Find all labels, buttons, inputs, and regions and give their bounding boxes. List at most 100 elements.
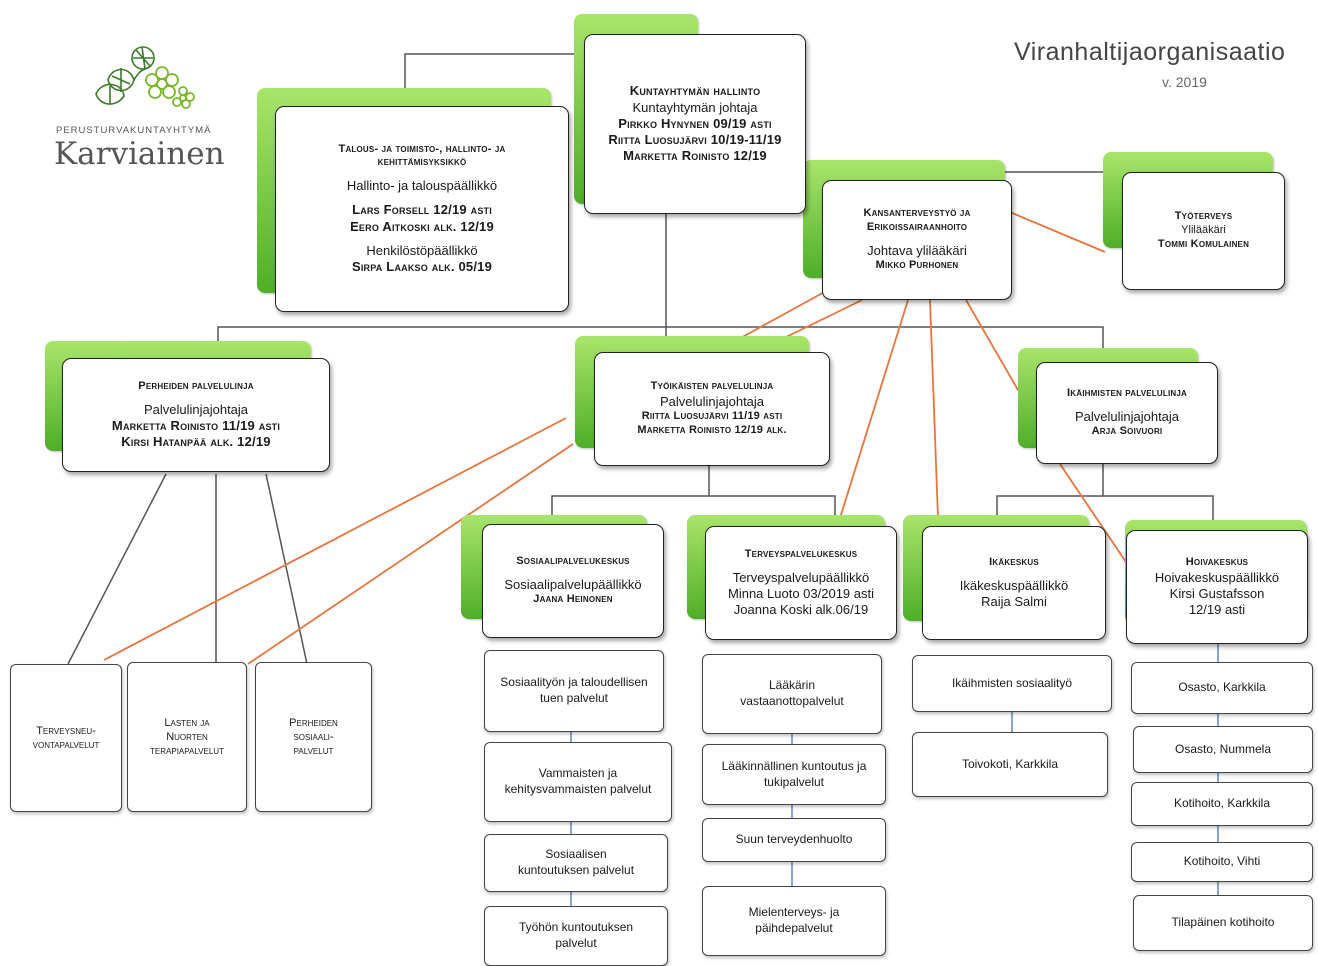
leaf-line: Lääkärin (768, 678, 816, 693)
leaf-line: Osasto, Karkkila (1178, 680, 1266, 695)
leaf-line: Työhön kuntoutuksen (518, 920, 634, 935)
box-person: Eero Aitkoski alk. 12/19 (350, 218, 494, 234)
box-role: Terveyspalvelupäällikkö (732, 569, 870, 585)
leaf-line: Nuorten (166, 730, 208, 743)
box-kuntayhtyman-hallinto: Kuntayhtymän hallinto Kuntayhtymän johta… (584, 34, 806, 214)
logo-icon (95, 46, 195, 109)
box-person: Mikko Purhonen (875, 259, 959, 271)
box-title: Sosiaalipalvelukeskus (516, 555, 630, 568)
leaf-line: Tilapäinen kotihoito (1171, 915, 1275, 930)
box-title: Talous- ja toimisto-, hallinto- ja (338, 142, 506, 155)
box-person: Kirsi Hatanpää alk. 12/19 (121, 434, 271, 449)
box-perheiden-palvelulinja: Perheiden palvelulinja Palvelulinjajohta… (62, 358, 330, 472)
leaf-terveysneuvontapalvelut: Terveysneu-vontapalvelut (10, 664, 122, 812)
box-role: Palvelulinjajohtaja (143, 401, 249, 417)
logo-subtitle: PERUSTURVAKUNTAYHTYMÄ (56, 125, 212, 136)
leaf-line: Lasten ja (164, 716, 210, 729)
box-title: Erikoissairaanhoito (866, 221, 968, 233)
leaf-line: kuntoutuksen palvelut (517, 863, 635, 877)
leaf-kotihoito-vihti: Kotihoito, Vihti (1131, 842, 1313, 882)
box-role: Hallinto- ja talouspäällikkö (346, 178, 498, 194)
leaf-osasto-karkkila: Osasto, Karkkila (1131, 662, 1313, 714)
box-title: Kuntayhtymän hallinto (629, 83, 761, 99)
leaf-line: Toivokoti, Karkkila (961, 756, 1059, 771)
box-person: Minna Luoto 03/2019 asti (728, 585, 874, 601)
box-person: Raija Salmi (981, 593, 1047, 609)
leaf-line: kehitysvammaisten palvelut (504, 782, 652, 796)
box-title: Terveyspalvelukeskus (744, 547, 858, 560)
leaf-line: vastaanottopalvelut (740, 694, 844, 708)
leaf-line: Kotihoito, Vihti (1183, 854, 1261, 869)
box-title: Perheiden palvelulinja (138, 379, 254, 392)
leaf-line: Ikäihmisten sosiaalityö (951, 675, 1073, 690)
leaf-line: Lääkinnällinen kuntoutus ja (721, 758, 867, 773)
leaf-line: Suun terveydenhuolto (735, 832, 853, 847)
box-title: Kansanterveystyö ja (863, 207, 971, 220)
box-person: Kirsi Gustafsson (1169, 585, 1265, 601)
box-ikakeskus: Ikäkeskus Ikäkeskuspäällikkö Raija Salmi (922, 526, 1106, 640)
leaf-line: vontapalvelut (32, 739, 100, 751)
box-person: 12/19 asti (1188, 602, 1246, 617)
box-person: Arja Soivuori (1091, 425, 1163, 438)
leaf-line: palvelut (555, 936, 597, 950)
box-talous-ja-hallinto: Talous- ja toimisto-, hallinto- ja kehit… (275, 106, 569, 312)
leaf-tilapainen-kotihoito: Tilapäinen kotihoito (1133, 895, 1313, 951)
box-role: Kuntayhtymän johtaja (632, 99, 758, 115)
box-person: Tommi Komulainen (1157, 237, 1250, 250)
box-title: Ikäkeskus (989, 555, 1039, 568)
box-tyoikaisten-palvelulinja: Työikäisten palvelulinja Palvelulinjajoh… (594, 352, 830, 466)
box-title: kehittämisyksikkö (377, 156, 467, 169)
box-role: Ikäkeskuspäällikkö (959, 577, 1069, 593)
leaf-osasto-nummela: Osasto, Nummela (1133, 726, 1313, 773)
box-role: Hoivakeskuspäällikkö (1154, 569, 1280, 585)
box-sosiaalipalvelukeskus: Sosiaalipalvelukeskus Sosiaalipalvelupää… (482, 524, 664, 638)
leaf-line: Sosiaalityön ja taloudellisen (500, 675, 648, 690)
leaf-line: Terveysneu- (36, 724, 96, 737)
box-title: Hoivakeskus (1185, 555, 1249, 568)
logo-name: Karviainen (54, 136, 225, 172)
box-role: Ylilääkäri (1181, 224, 1226, 237)
box-ikaihmisten-palvelulinja: Ikäihmisten palvelulinja Palvelulinjajoh… (1036, 362, 1218, 464)
page-year: v. 2019 (1162, 74, 1207, 90)
box-person: Marketta Roinisto 11/19 asti (111, 417, 281, 433)
leaf-line: terapiapalvelut (150, 745, 224, 758)
box-terveyspalvelukeskus: Terveyspalvelukeskus Terveyspalvelupääll… (705, 526, 897, 640)
leaf-line: tuen palvelut (539, 691, 609, 705)
box-tyoterveys: Työterveys Ylilääkäri Tommi Komulainen (1122, 172, 1285, 290)
leaf-line: sosiaali- (293, 730, 334, 743)
box-role: Johtava ylilääkäri (867, 242, 967, 258)
box-person: Sirpa Laakso alk. 05/19 (351, 259, 493, 275)
box-hoivakeskus: Hoivakeskus Hoivakeskuspäällikkö Kirsi G… (1126, 530, 1308, 644)
leaf-toivokoti: Toivokoti, Karkkila (912, 732, 1108, 797)
leaf-line: Sosiaalisen (545, 847, 607, 862)
box-person: Riitta Luosujärvi 10/19-11/19 (608, 132, 782, 148)
box-role: Sosiaalipalvelupäällikkö (504, 576, 642, 592)
box-person: Pirkko Hynynen 09/19 asti (618, 115, 772, 131)
gooseberry-flower-logo (50, 36, 230, 176)
box-person: Riitta Luosujärvi 11/19 asti (641, 410, 783, 423)
box-person: Joanna Koski alk.06/19 (733, 602, 869, 617)
leaf-line: palvelut (293, 745, 334, 758)
leaf-suun-terveydenhuolto: Suun terveydenhuolto (702, 818, 886, 862)
box-kansanterveystyo: Kansanterveystyö ja Erikoissairaanhoito … (822, 180, 1012, 300)
box-role: Palvelulinjajohtaja (1074, 408, 1180, 424)
box-role: Palvelulinjajohtaja (659, 394, 765, 409)
leaf-line: Mielenterveys- ja (748, 905, 840, 920)
box-title: Ikäihmisten palvelulinja (1067, 387, 1187, 400)
box-role: Henkilöstöpäällikkö (366, 242, 478, 258)
leaf-line: Osasto, Nummela (1174, 741, 1272, 756)
leaf-kotihoito-karkkila: Kotihoito, Karkkila (1131, 782, 1313, 826)
page-title: Viranhaltijaorganisaatio (1014, 38, 1286, 66)
box-title: Työterveys (1174, 210, 1233, 223)
leaf-line: tukipalvelut (763, 774, 825, 789)
box-person: Marketta Roinisto 12/19 alk. (637, 424, 787, 436)
